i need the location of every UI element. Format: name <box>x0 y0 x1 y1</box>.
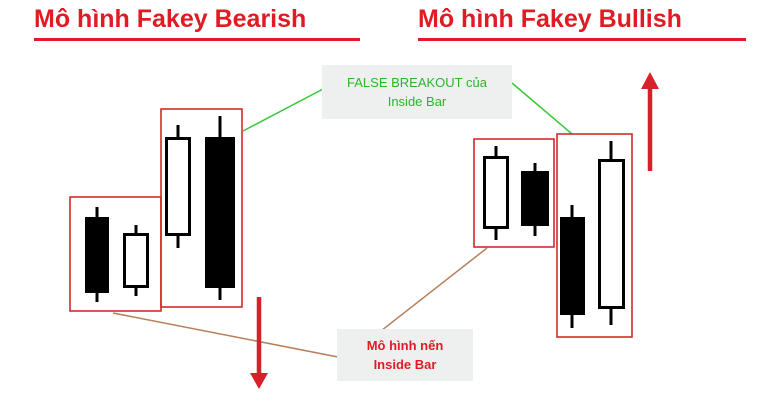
arrow-down-icon <box>250 297 268 389</box>
title-bullish-underline <box>418 38 746 41</box>
bullish-false-breakout-candle <box>560 205 585 328</box>
title-fakey-bullish: Mô hình Fakey Bullish <box>418 5 682 33</box>
false-breakout-callout-line1: FALSE BREAKOUT của <box>347 75 487 90</box>
bullish-inside-bar-box <box>473 138 555 248</box>
bullish-reversal-candle <box>598 141 625 325</box>
title-fakey-bearish: Mô hình Fakey Bearish <box>34 5 307 33</box>
leader-line-false-breakout-left <box>242 87 326 132</box>
bullish-inside-candle <box>521 163 549 236</box>
bullish-mother-candle <box>483 146 509 240</box>
title-bearish-underline <box>34 38 360 41</box>
bearish-inside-candle <box>123 225 149 296</box>
inside-bar-callout: Mô hình nến Inside Bar <box>337 329 473 381</box>
bearish-mother-candle <box>85 207 109 302</box>
leader-line-inside-bar-right <box>371 247 488 339</box>
arrow-up-icon <box>641 72 659 171</box>
bullish-breakout-box <box>556 133 633 338</box>
bearish-reversal-candle <box>205 116 235 300</box>
bearish-false-breakout-candle <box>165 125 191 248</box>
inside-bar-callout-line2: Inside Bar <box>373 357 437 372</box>
false-breakout-callout-line2: Inside Bar <box>387 94 447 109</box>
leader-line-false-breakout-right <box>511 82 573 135</box>
inside-bar-callout-line1: Mô hình nến <box>366 338 444 353</box>
leader-line-inside-bar-left <box>112 312 339 358</box>
bearish-breakout-box <box>160 108 243 308</box>
false-breakout-callout: FALSE BREAKOUT của Inside Bar <box>322 65 512 119</box>
